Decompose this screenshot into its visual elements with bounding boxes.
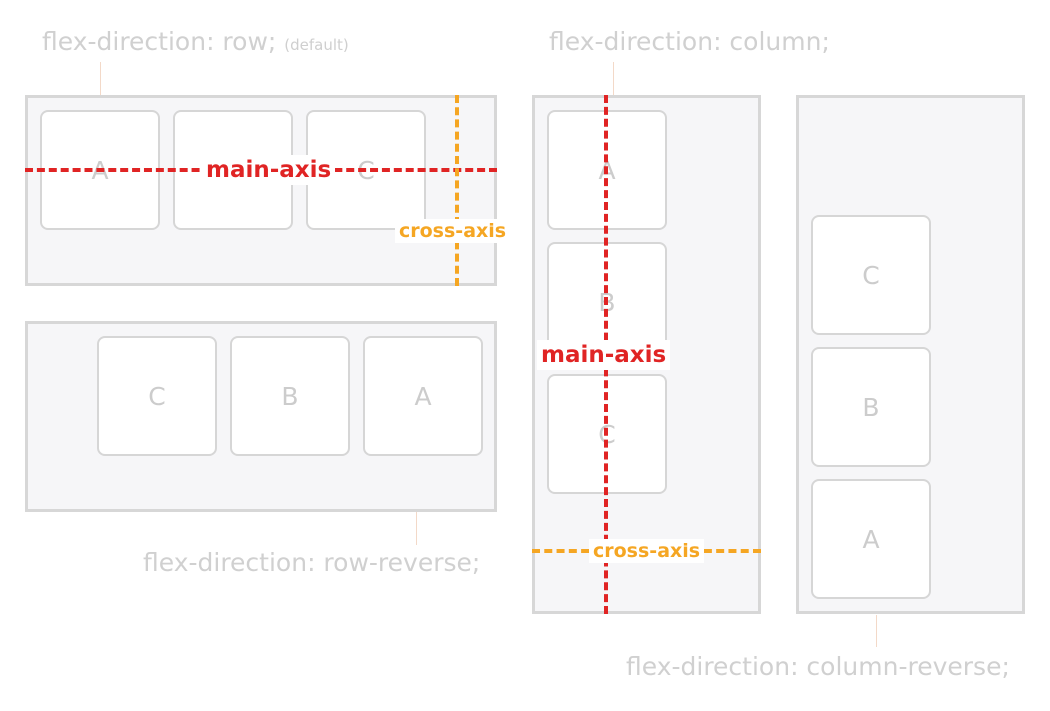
row-cross-axis-label: cross-axis (395, 219, 511, 243)
container-row-reverse: C B A (25, 321, 497, 512)
row-cross-axis-line (455, 95, 459, 286)
caption-column: flex-direction: column; (549, 27, 830, 56)
leader-row-reverse (416, 512, 417, 545)
column-cross-axis-label: cross-axis (589, 539, 705, 563)
container-row: A B C (25, 95, 497, 286)
flex-item-c: C (811, 215, 931, 335)
caption-row-default: (default) (284, 36, 349, 54)
row-main-axis-label: main-axis (202, 155, 336, 185)
container-column-reverse: C B A (796, 95, 1025, 614)
flex-item-a: A (363, 336, 483, 456)
flex-item-c: C (97, 336, 217, 456)
caption-row-text: flex-direction: row; (42, 27, 277, 56)
flex-item-a: A (811, 479, 931, 599)
caption-row-reverse: flex-direction: row-reverse; (143, 548, 481, 577)
flex-item-b: B (811, 347, 931, 467)
leader-column-reverse (876, 615, 877, 647)
flex-item-b: B (230, 336, 350, 456)
leader-column (613, 62, 614, 95)
caption-column-reverse: flex-direction: column-reverse; (626, 652, 1010, 681)
leader-row (100, 62, 101, 95)
caption-row: flex-direction: row; (default) (42, 27, 349, 60)
column-main-axis-label: main-axis (537, 340, 671, 370)
